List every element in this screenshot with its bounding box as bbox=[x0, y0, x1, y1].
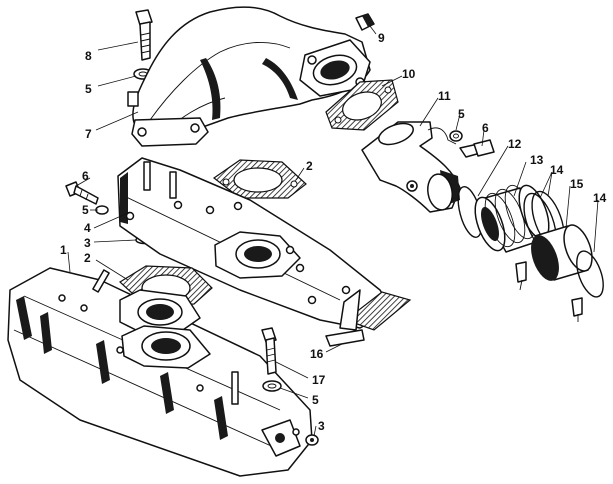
label-15: 15 bbox=[570, 177, 584, 191]
bolt-8 bbox=[135, 9, 153, 61]
hose-13 bbox=[474, 184, 550, 253]
label-1: 1 bbox=[60, 243, 67, 257]
clamp-14-right bbox=[571, 250, 604, 322]
label-8: 8 bbox=[85, 49, 92, 63]
label-3b: 3 bbox=[318, 419, 325, 433]
label-6a: 6 bbox=[482, 121, 489, 135]
bracket-16 bbox=[325, 329, 365, 347]
label-5c: 5 bbox=[82, 203, 89, 217]
washer-5-right bbox=[449, 130, 463, 142]
label-14b: 14 bbox=[593, 191, 607, 205]
label-3a: 3 bbox=[84, 236, 91, 250]
label-17: 17 bbox=[312, 373, 326, 387]
label-9: 9 bbox=[378, 31, 385, 45]
label-5a: 5 bbox=[85, 82, 92, 96]
label-2a: 2 bbox=[306, 159, 313, 173]
bolt-6-left bbox=[65, 181, 99, 205]
elbow-connector-11 bbox=[361, 121, 461, 213]
label-11: 11 bbox=[438, 89, 451, 103]
label-2b: 2 bbox=[84, 251, 91, 265]
sleeve-15 bbox=[531, 224, 593, 281]
label-5d: 5 bbox=[312, 393, 319, 407]
plug-9 bbox=[355, 13, 375, 31]
label-5b: 5 bbox=[458, 107, 465, 121]
label-4: 4 bbox=[84, 221, 91, 235]
washer-5-bottom bbox=[262, 380, 282, 392]
label-13: 13 bbox=[530, 153, 544, 167]
manifold-4 bbox=[117, 157, 412, 331]
intake-elbow-7 bbox=[127, 6, 371, 147]
label-10: 10 bbox=[402, 67, 416, 81]
label-12: 12 bbox=[508, 137, 522, 151]
bolt-17 bbox=[261, 327, 277, 375]
label-16: 16 bbox=[310, 347, 324, 361]
label-14a: 14 bbox=[550, 163, 564, 177]
cylinder-head-1 bbox=[7, 267, 313, 477]
bolt-6-right bbox=[459, 139, 495, 158]
label-6b: 6 bbox=[82, 169, 89, 183]
gasket-10 bbox=[325, 79, 399, 131]
label-7: 7 bbox=[85, 127, 92, 141]
leader-lines bbox=[67, 25, 599, 437]
